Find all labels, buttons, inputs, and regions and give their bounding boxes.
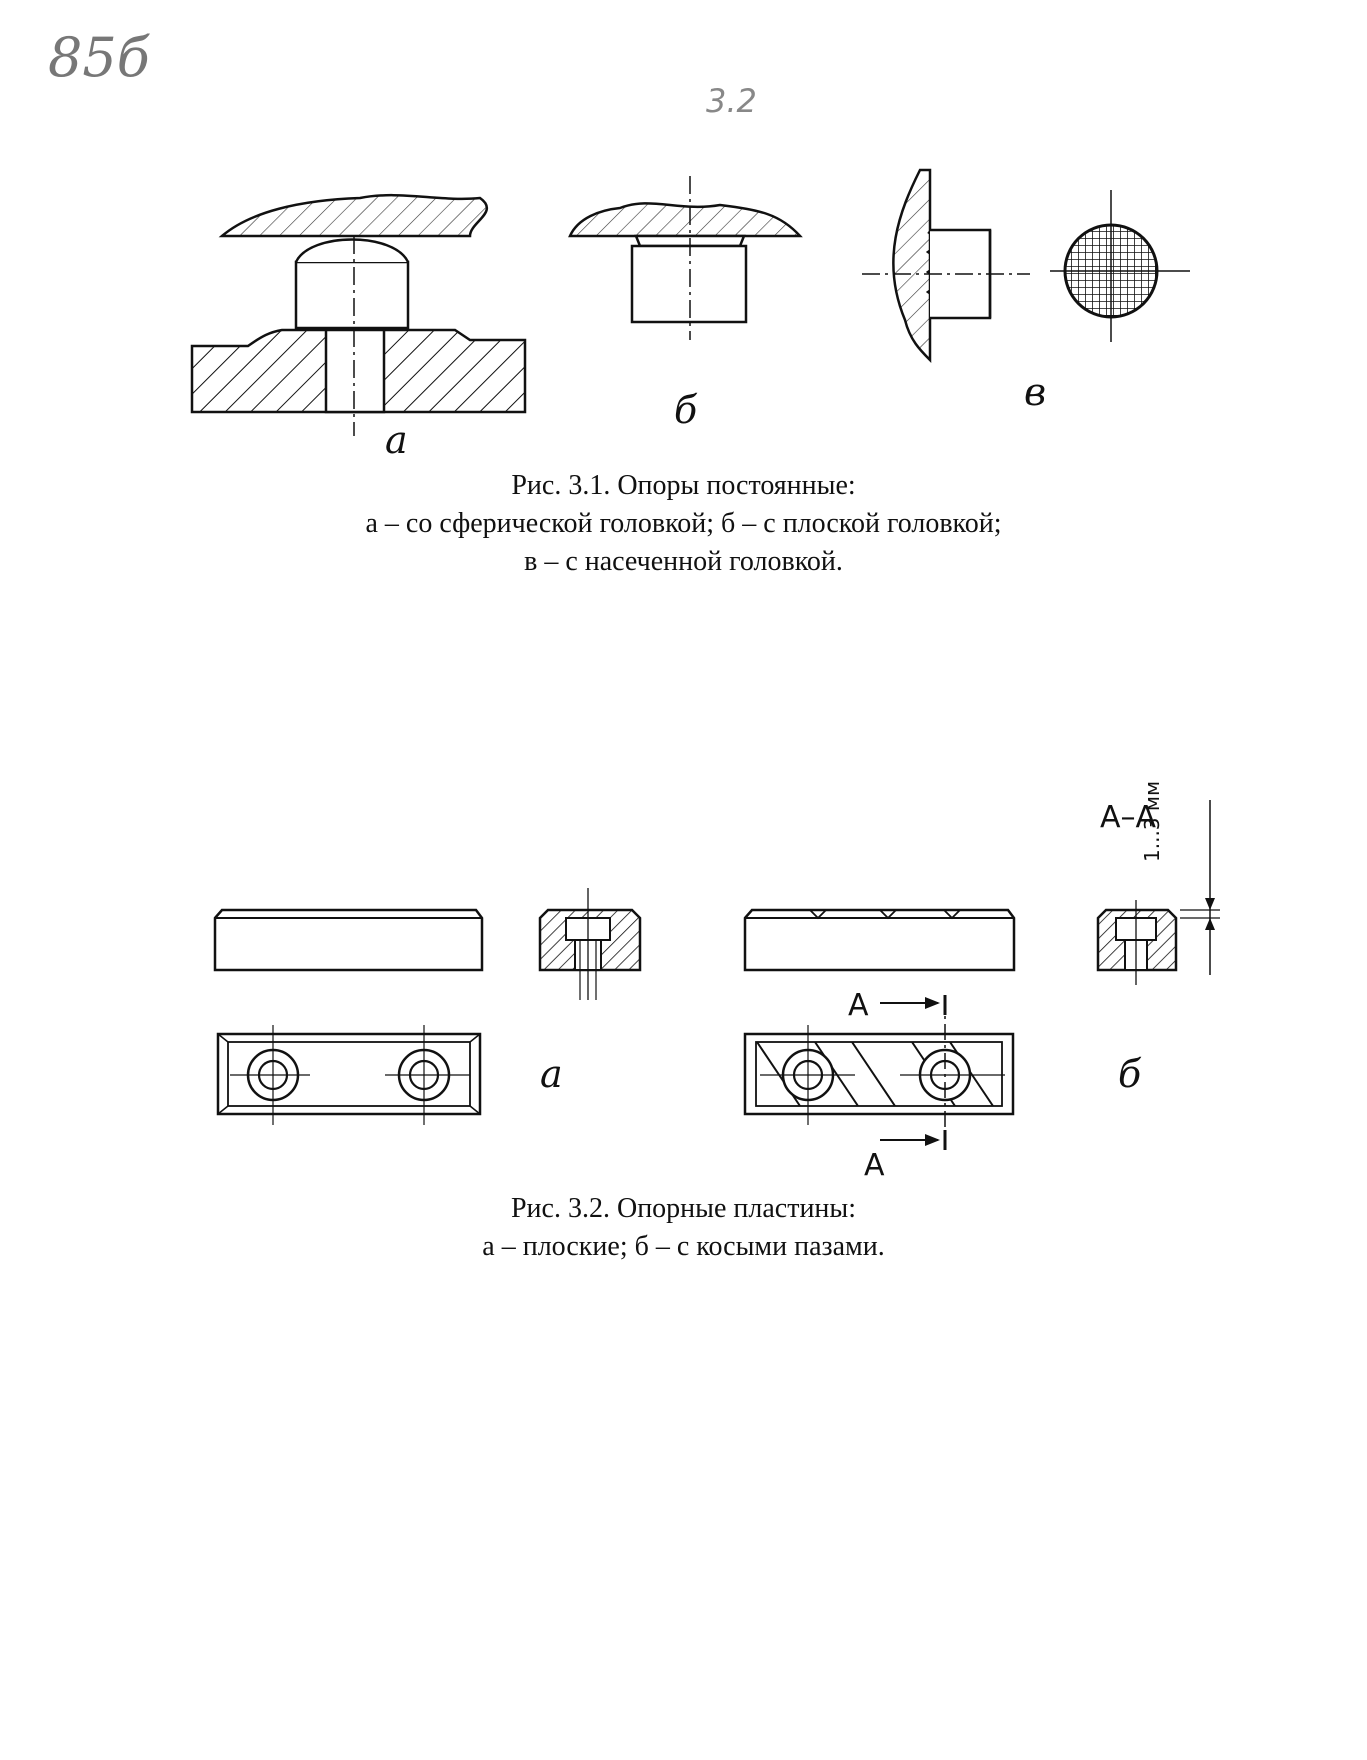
fig2-caption-line-2: а – плоские; б – с косыми пазами. bbox=[482, 1231, 885, 1262]
figure-3-2-caption: Рис. 3.2. Опорные пластины: а – плоские;… bbox=[0, 1190, 1367, 1266]
figure-3-1-caption: Рис. 3.1. Опоры постоянные: а – со сфери… bbox=[0, 467, 1367, 581]
fig2-caption-line-1: Рис. 3.2. Опорные пластины: bbox=[510, 1193, 857, 1224]
grooved-plate bbox=[743, 800, 1220, 1150]
page-number: 3.2 bbox=[706, 82, 757, 120]
support-flat-head bbox=[568, 176, 803, 340]
fig1-caption-line-3: в – с насеченной головкой. bbox=[524, 546, 843, 577]
section-title: А–А bbox=[1100, 800, 1157, 835]
fig1-label-b: б bbox=[674, 388, 698, 432]
fig1-caption-line-2: а – со сферической головкой; б – с плоск… bbox=[365, 508, 1002, 539]
fig1-caption-line-1: Рис. 3.1. Опоры постоянные: bbox=[511, 470, 856, 501]
dimension-label: 1...3 мм bbox=[1140, 780, 1164, 862]
fig2-label-b: б bbox=[1118, 1052, 1142, 1096]
section-mark-top: А bbox=[848, 988, 869, 1023]
fig1-label-v: в bbox=[1024, 370, 1047, 414]
fig1-label-a: а bbox=[385, 418, 408, 462]
support-spherical-head bbox=[190, 193, 527, 436]
support-knurled-head bbox=[862, 168, 1190, 364]
handwritten-note: 85б bbox=[48, 26, 150, 89]
section-mark-bottom: А bbox=[864, 1148, 885, 1183]
flat-plate bbox=[213, 888, 642, 1125]
fig2-label-a: а bbox=[540, 1052, 563, 1096]
